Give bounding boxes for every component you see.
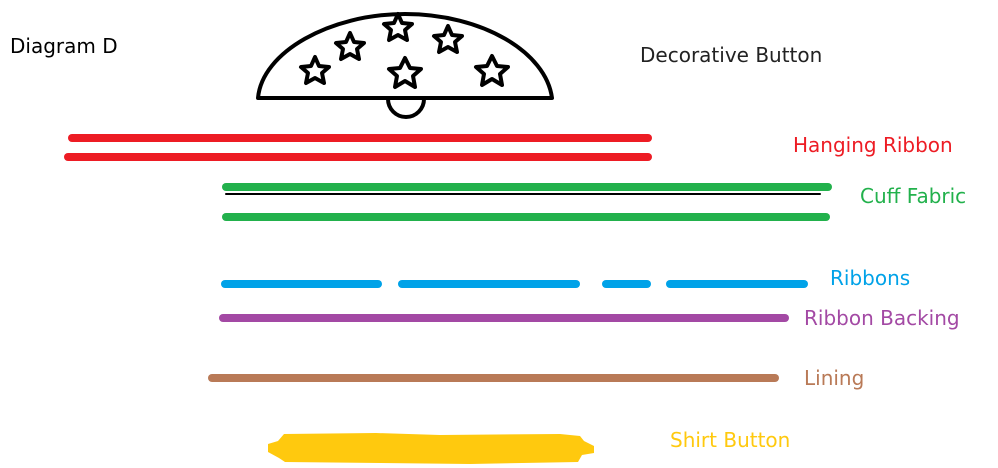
hanging-ribbon-label: Hanging Ribbon: [793, 133, 953, 157]
star-icon-3: [382, 12, 414, 42]
star-icon-1: [299, 55, 331, 85]
diagram-title: Diagram D: [10, 34, 118, 58]
cuff-fabric-lines: [222, 183, 832, 221]
hanging-ribbon-lines: [64, 134, 652, 161]
shirt-button-label: Shirt Button: [670, 428, 790, 452]
star-icon-6: [474, 54, 510, 87]
ribbon-backing-label: Ribbon Backing: [804, 306, 960, 330]
ribbons-label: Ribbons: [830, 266, 910, 290]
shirt-button-shape: [268, 433, 594, 464]
star-icon-5: [387, 56, 423, 89]
star-icon-4: [432, 24, 464, 54]
decorative-button-shape: [256, 12, 554, 119]
star-icon-2: [334, 31, 366, 61]
cuff-fabric-label: Cuff Fabric: [860, 184, 966, 208]
decorative-button-label: Decorative Button: [640, 43, 822, 67]
lining-label: Lining: [804, 366, 864, 390]
